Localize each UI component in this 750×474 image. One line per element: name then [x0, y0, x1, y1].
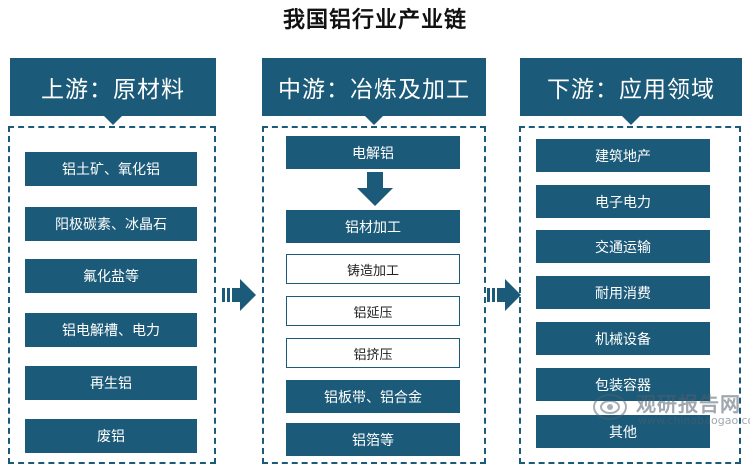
upstream-panel [8, 126, 216, 464]
downstream-header-notch [622, 116, 640, 125]
watermark: 观研报告网 www.chinabaogao.com [592, 388, 750, 432]
downstream-item: 机械设备 [536, 322, 710, 355]
flow-arrow-right-icon [487, 279, 521, 311]
upstream-item: 氟化盐等 [25, 259, 197, 293]
midstream-method: 铝挤压 [286, 338, 460, 368]
watermark-url: www.chinabaogao.com [638, 414, 750, 427]
upstream-item: 铝土矿、氧化铝 [25, 152, 197, 186]
upstream-item: 再生铝 [25, 366, 197, 400]
upstream-header-label: 上游：原材料 [41, 77, 185, 103]
downstream-header: 下游：应用领域 [520, 58, 742, 125]
downstream-item: 包装容器 [536, 368, 710, 401]
upstream-item: 废铝 [25, 419, 197, 453]
diagram-title: 我国铝行业产业链 [282, 7, 467, 33]
midstream-processing-box: 铝材加工 [286, 210, 460, 243]
midstream-method: 铝延压 [286, 296, 460, 326]
downstream-item: 建筑地产 [536, 139, 710, 172]
flow-arrow-right-icon [222, 279, 256, 311]
down-arrow-icon [357, 172, 393, 206]
upstream-item: 阳极碳素、冰晶石 [25, 207, 197, 241]
downstream-panel [519, 126, 741, 464]
midstream-top-box: 电解铝 [286, 136, 460, 169]
midstream-header-notch [365, 116, 383, 125]
midstream-header-label: 中游：冶炼及加工 [278, 77, 470, 103]
midstream-method: 铸造加工 [286, 254, 460, 284]
upstream-header-notch [104, 116, 122, 125]
watermark-text: 观研报告网 [636, 392, 741, 416]
downstream-item: 耐用消费 [536, 276, 710, 309]
upstream-item: 铝电解槽、电力 [25, 313, 197, 347]
downstream-item: 交通运输 [536, 230, 710, 263]
midstream-product: 铝板带、铝合金 [286, 380, 460, 413]
downstream-item: 电子电力 [536, 185, 710, 218]
midstream-product: 铝箔等 [286, 423, 460, 456]
downstream-header-label: 下游：应用领域 [547, 77, 715, 103]
upstream-header: 上游：原材料 [10, 58, 216, 125]
midstream-panel [262, 126, 486, 464]
watermark-logo-icon [593, 394, 627, 420]
downstream-item: 其他 [536, 415, 710, 448]
midstream-header: 中游：冶炼及加工 [262, 58, 486, 125]
